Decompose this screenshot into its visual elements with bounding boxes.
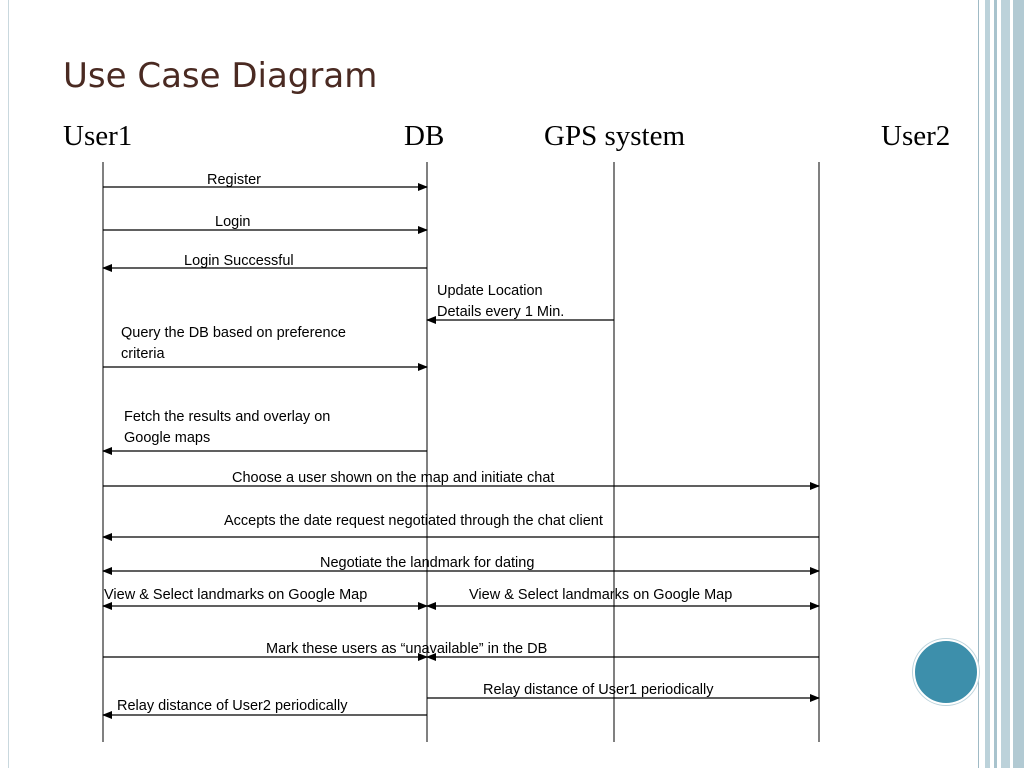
accent-circle [913, 639, 979, 705]
message-label: Register [207, 172, 261, 188]
message-label: Choose a user shown on the map and initi… [232, 470, 554, 486]
frame-stripe [1013, 0, 1024, 768]
participant-user1: User1 [63, 120, 133, 152]
message-9: Negotiate the landmark for dating [102, 555, 820, 575]
message-label: Login [215, 214, 250, 230]
frame-stripe [994, 0, 997, 768]
message-1: Register [103, 172, 428, 191]
frame-left-line [8, 0, 9, 768]
participant-gps: GPS system [544, 120, 686, 152]
participant-db: DB [404, 120, 445, 152]
message-11: View & Select landmarks on Google Map [426, 587, 820, 610]
message-10: View & Select landmarks on Google Map [102, 587, 428, 610]
message-15: Relay distance of User2 periodically [102, 698, 427, 719]
message-label: Negotiate the landmark for dating [320, 555, 534, 571]
message-label: View & Select landmarks on Google Map [104, 587, 367, 603]
message-label: Login Successful [184, 253, 294, 269]
participant-user2: User2 [881, 120, 951, 152]
message-2: Login [103, 214, 428, 234]
message-3: Login Successful [102, 253, 427, 272]
message-8: Accepts the date request negotiated thro… [102, 513, 819, 541]
message-label: Mark these users as “unavailable” in the… [266, 641, 547, 657]
frame-stripe [985, 0, 990, 768]
message-label: Accepts the date request negotiated thro… [224, 513, 603, 529]
frame-stripe [1001, 0, 1010, 768]
message-label: Relay distance of User2 periodically [117, 698, 348, 714]
slide-title: Use Case Diagram [63, 56, 378, 96]
frame-stripe [978, 0, 979, 768]
message-label: Relay distance of User1 periodically [483, 682, 714, 698]
message-12: Mark these users as “unavailable” in the… [103, 641, 547, 661]
message-14: Relay distance of User1 periodically [427, 682, 820, 702]
message-7: Choose a user shown on the map and initi… [103, 470, 820, 490]
message-label: View & Select landmarks on Google Map [469, 587, 732, 603]
